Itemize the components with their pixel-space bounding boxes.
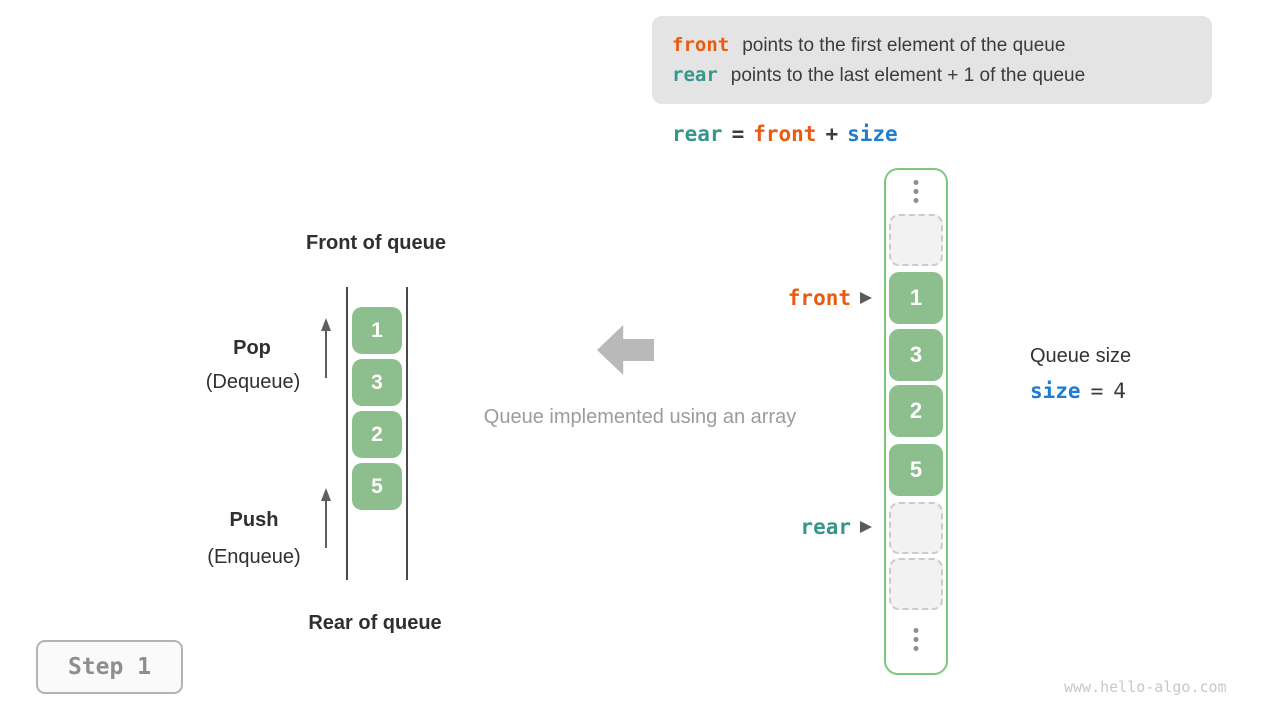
implementation-caption: Queue implemented using an array xyxy=(483,406,797,428)
rear-of-queue-label: Rear of queue xyxy=(308,612,442,634)
front-explanation-text: points to the first element of the queue xyxy=(742,34,1066,56)
rear-pointer-label: rear xyxy=(800,515,851,539)
front-explanation-line: front points to the first element of the… xyxy=(672,34,1212,57)
array-empty-cell xyxy=(889,214,943,266)
rear-keyword: rear xyxy=(672,63,718,86)
push-label: Push xyxy=(229,509,279,531)
queue-element: 5 xyxy=(352,463,402,510)
pop-direction-arrow-icon xyxy=(320,318,332,378)
right-triangle-icon xyxy=(860,521,872,533)
dot xyxy=(913,180,919,185)
step-badge: Step 1 xyxy=(36,640,183,694)
array-cell: 5 xyxy=(889,444,943,496)
queue-size-label: Queue size xyxy=(1030,345,1132,367)
arrow-stem xyxy=(324,331,328,378)
size-equals: = xyxy=(1090,379,1104,403)
dot xyxy=(913,198,919,203)
queue-element: 3 xyxy=(352,359,402,406)
array-cell: 1 xyxy=(889,272,943,324)
rear-explanation-text: points to the last element + 1 of the qu… xyxy=(730,64,1086,86)
formula-equals: = xyxy=(731,122,745,146)
pointer-formula: rear = front + size xyxy=(672,122,898,146)
right-triangle-icon xyxy=(860,292,872,304)
ellipsis-top-icon xyxy=(913,180,919,203)
pointer-explanation-box: front points to the first element of the… xyxy=(652,16,1212,104)
arrow-head xyxy=(321,318,331,331)
front-keyword: front xyxy=(672,33,730,56)
array-empty-cell xyxy=(889,558,943,610)
queue-size-equation: size = 4 xyxy=(1030,379,1126,403)
pop-label: Pop xyxy=(233,337,271,359)
queue-right-wall xyxy=(406,287,408,580)
rear-pointer: rear xyxy=(748,513,872,541)
dequeue-label: (Dequeue) xyxy=(205,371,301,393)
enqueue-label: (Enqueue) xyxy=(207,546,301,568)
push-direction-arrow-icon xyxy=(320,488,332,548)
dot xyxy=(913,628,919,633)
dot xyxy=(913,646,919,651)
size-variable: size xyxy=(1030,379,1081,403)
array-cell: 2 xyxy=(889,385,943,437)
array-empty-cell xyxy=(889,502,943,554)
ellipsis-bottom-icon xyxy=(913,628,919,651)
size-value: 4 xyxy=(1113,379,1126,403)
formula-size: size xyxy=(847,122,898,146)
array-cell: 3 xyxy=(889,329,943,381)
left-block-arrow-icon xyxy=(597,325,654,375)
dot xyxy=(913,637,919,642)
queue-element: 1 xyxy=(352,307,402,354)
array-container: 1 3 2 5 xyxy=(884,168,948,675)
arrow-head xyxy=(321,488,331,501)
queue-left-wall xyxy=(346,287,348,580)
front-pointer-label: front xyxy=(787,286,851,310)
rear-explanation-line: rear points to the last element + 1 of t… xyxy=(672,64,1212,87)
front-pointer: front xyxy=(748,284,872,312)
arrow-stem xyxy=(324,501,328,548)
formula-plus: + xyxy=(825,122,839,146)
dot xyxy=(913,189,919,194)
front-of-queue-label: Front of queue xyxy=(306,232,446,254)
formula-rear: rear xyxy=(672,122,723,146)
formula-front: front xyxy=(753,122,817,146)
queue-element: 2 xyxy=(352,411,402,458)
watermark: www.hello-algo.com xyxy=(1064,678,1227,696)
